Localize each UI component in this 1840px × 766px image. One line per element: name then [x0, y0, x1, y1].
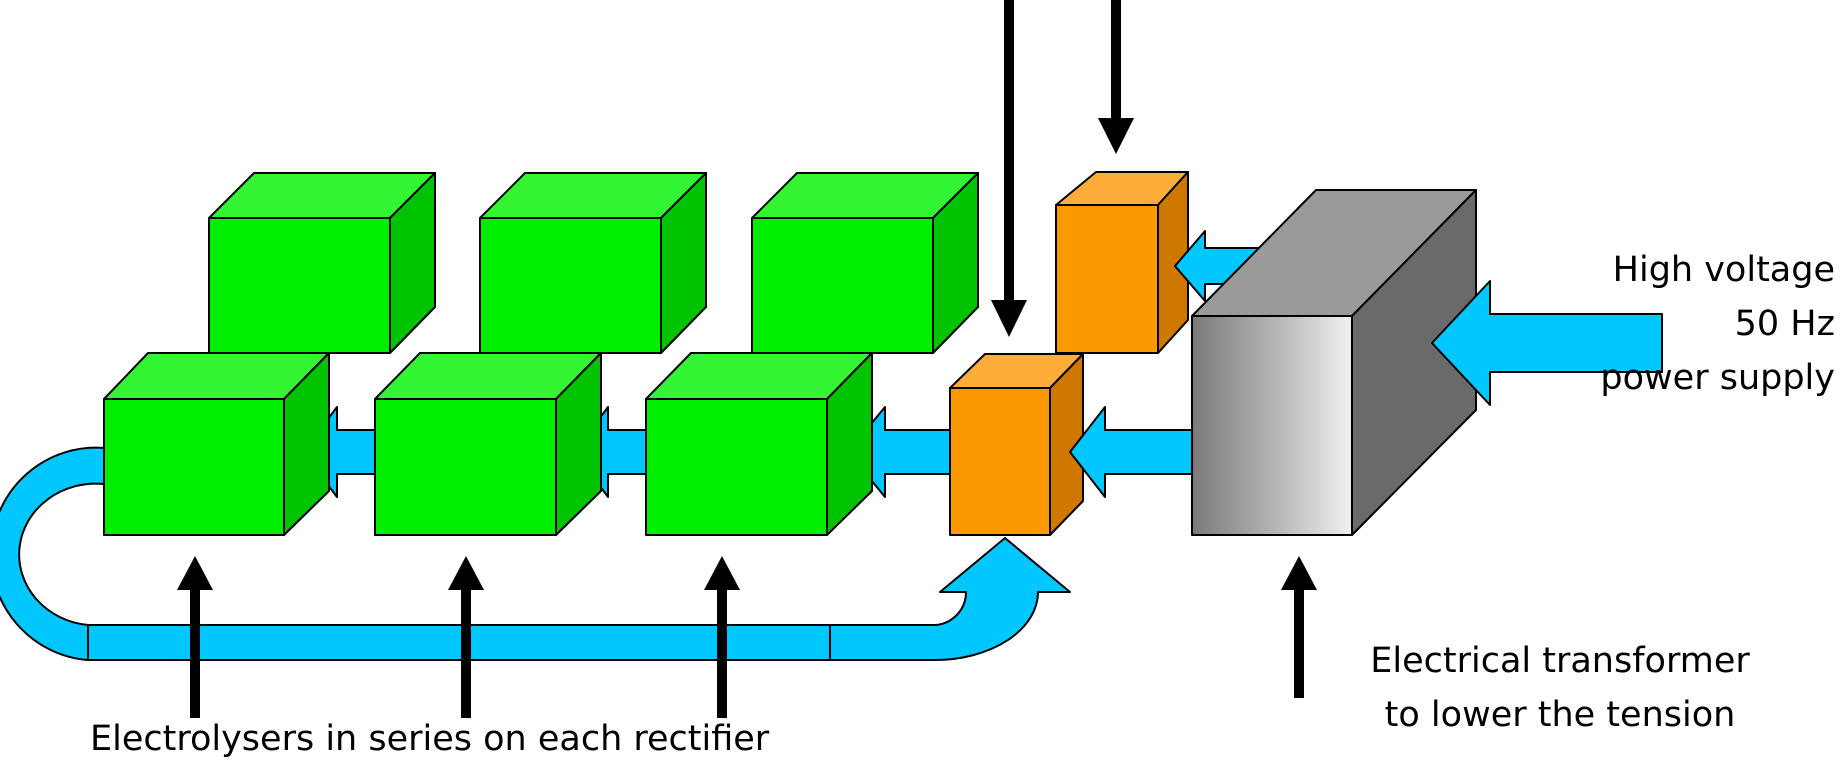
supply-label-line-1: High voltage	[1612, 250, 1835, 290]
pointer-electrolyser-2	[448, 556, 484, 718]
rectifier-front	[949, 353, 1084, 536]
electrolysers-label: Electrolysers in series on each rectifie…	[90, 719, 770, 759]
transformer-label: Electrical transformer to lower the tens…	[1330, 634, 1790, 742]
electrolyser-back-1	[208, 172, 436, 354]
electrolyser-front-1	[103, 352, 330, 536]
pointer-arrows	[177, 0, 1317, 718]
rectifier-back	[1055, 171, 1189, 354]
return-busbar	[0, 446, 1071, 661]
electrolyser-front-3	[645, 352, 873, 536]
transformer-front	[1191, 315, 1353, 536]
electrolyser-back-2	[479, 172, 707, 354]
pointer-transformer	[1281, 556, 1317, 698]
pointer-rectifier-back	[1098, 0, 1134, 154]
electrolyser-front-2	[374, 352, 602, 536]
electrolyser-back-3	[751, 172, 979, 354]
rectifier-back-front	[1055, 204, 1159, 354]
transformer	[1191, 189, 1477, 536]
pointer-rectifier-front	[991, 0, 1027, 337]
return-busbar-bar-right	[829, 537, 1071, 661]
current-arrow-transformer-to-rectifier-front	[1069, 406, 1193, 498]
transformer-label-line-1: Electrical transformer	[1370, 641, 1750, 681]
rectifier-front-front	[949, 387, 1051, 536]
supply-label-line-3: power supply	[1600, 358, 1835, 398]
supply-label-line-2: 50 Hz	[1734, 304, 1835, 344]
current-arrow-supply-in	[1431, 280, 1663, 406]
pointer-electrolyser-3	[704, 556, 740, 718]
return-busbar-loop	[0, 446, 105, 661]
pointer-electrolyser-1	[177, 556, 213, 718]
supply-label: High voltage 50 Hz power supply	[1600, 243, 1835, 405]
transformer-label-line-2: to lower the tension	[1384, 695, 1736, 735]
